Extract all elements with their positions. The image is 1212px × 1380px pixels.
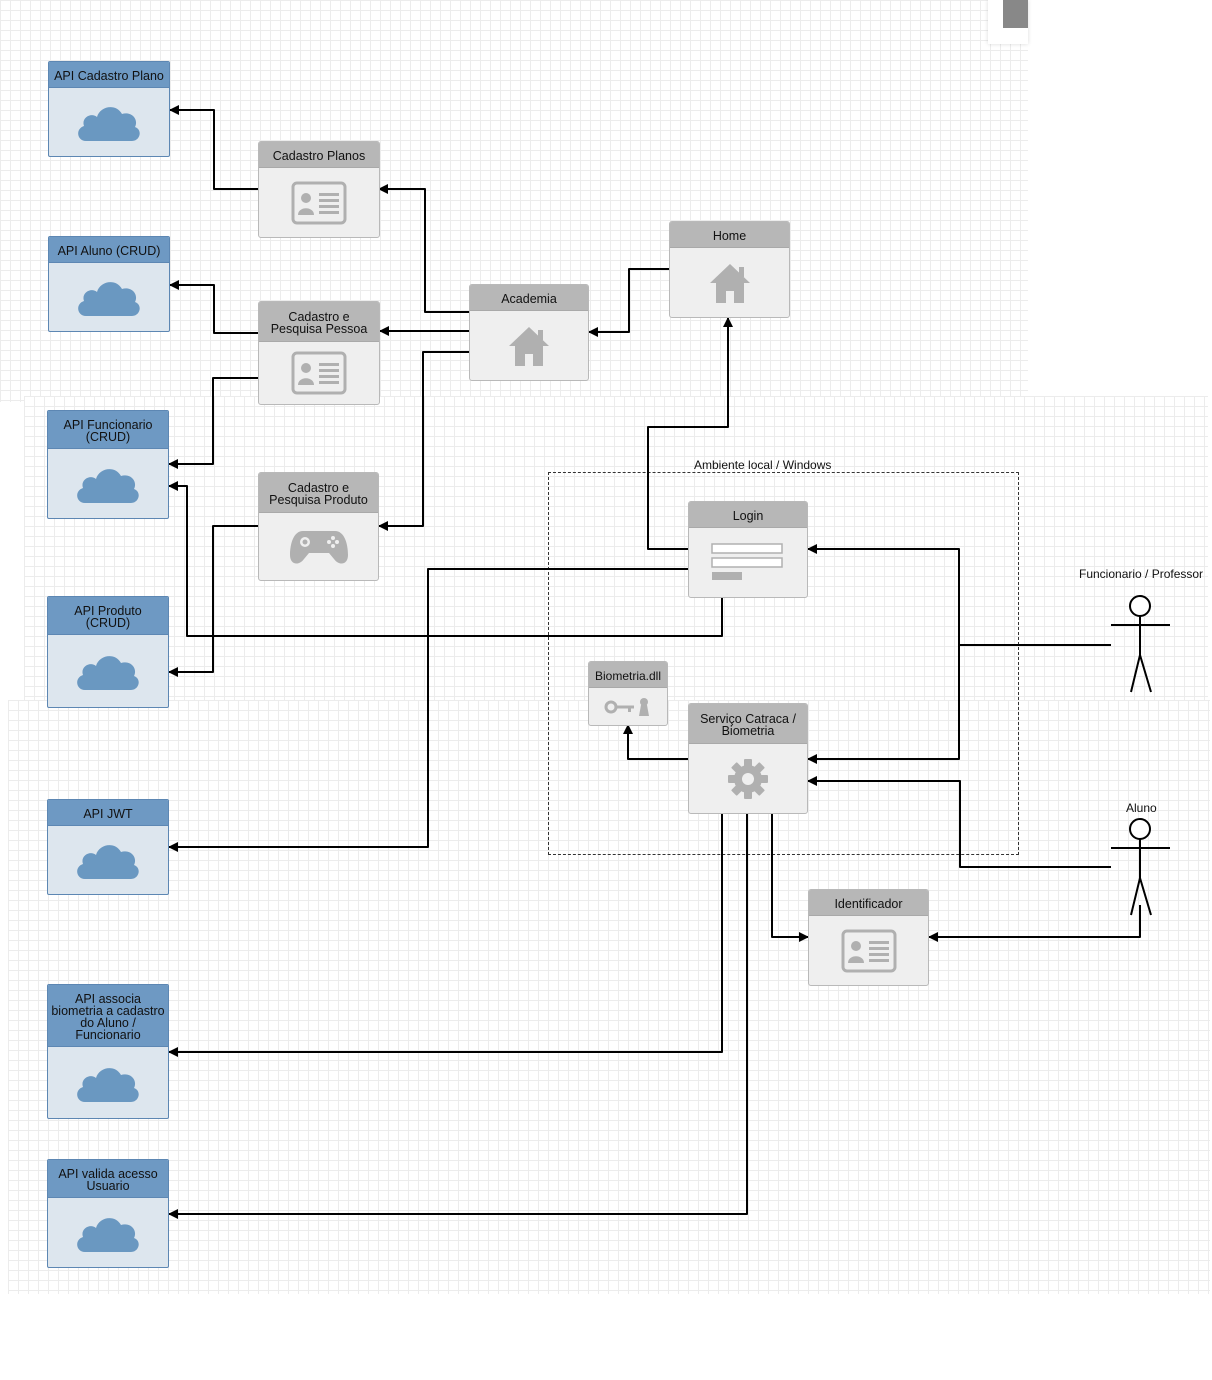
api-biometria[interactable]: API associa biometria a cadastro do Alun…	[47, 984, 169, 1119]
api-jwt-title: API JWT	[48, 800, 168, 826]
edge-aluno-identificador[interactable]	[928, 905, 1141, 942]
cadastro-planos-title: Cadastro Planos	[259, 142, 379, 168]
edge-catraca-identificador[interactable]	[771, 813, 809, 942]
toolbar-widget[interactable]	[988, 0, 1028, 44]
edge-login-api-funcionario[interactable]	[168, 481, 723, 637]
api-jwt[interactable]: API JWT	[47, 799, 169, 895]
edge-academia-planos[interactable]	[378, 184, 469, 313]
cloud-icon	[78, 282, 140, 316]
servico-catraca[interactable]: Serviço Catraca / Biometria	[688, 703, 808, 814]
edge-pessoa-api-funcionario[interactable]	[168, 377, 258, 469]
login-title: Login	[689, 502, 807, 528]
api-produto-title: API Produto (CRUD)	[48, 597, 168, 635]
api-aluno-title: API Aluno (CRUD)	[49, 237, 169, 263]
cloud-icon	[78, 107, 140, 141]
api-biometria-title: API associa biometria a cadastro do Alun…	[48, 985, 168, 1047]
biometria-dll-title: Biometria.dll	[589, 662, 667, 688]
login[interactable]: Login	[688, 501, 808, 598]
servico-catraca-title: Serviço Catraca / Biometria	[689, 704, 807, 744]
api-funcionario-title: API Funcionario (CRUD)	[48, 411, 168, 449]
toolbar-widget-handle[interactable]	[1003, 0, 1028, 28]
edge-catraca-api-biometria[interactable]	[168, 813, 723, 1057]
cloud-icon	[77, 656, 139, 690]
home[interactable]: Home	[669, 221, 790, 318]
edge-academia-produto[interactable]	[378, 351, 469, 531]
id-card-icon	[841, 929, 896, 972]
edge-planos-api-plano[interactable]	[169, 105, 258, 190]
api-produto[interactable]: API Produto (CRUD)	[47, 596, 169, 708]
edge-pessoa-api-aluno[interactable]	[169, 280, 258, 334]
cloud-icon	[77, 468, 139, 503]
canvas-grid-mid	[24, 396, 1208, 702]
academia[interactable]: Academia	[469, 284, 589, 381]
actor-funcionario-figure[interactable]	[1111, 595, 1170, 693]
gear-icon	[728, 758, 768, 799]
login-form-icon	[711, 542, 783, 580]
biometria-dll[interactable]: Biometria.dll	[588, 661, 668, 726]
actor-aluno-label: Aluno	[1126, 801, 1157, 815]
environment-boundary	[548, 472, 1019, 855]
edge-funcionario-catraca[interactable]	[807, 645, 960, 764]
cloud-icon	[77, 1217, 139, 1252]
api-acesso[interactable]: API valida acesso Usuario	[47, 1159, 169, 1268]
cadastro-produto-title: Cadastro e Pesquisa Produto	[259, 473, 378, 513]
gamepad-icon	[289, 530, 348, 564]
actor-aluno-figure[interactable]	[1111, 818, 1170, 916]
cadastro-pessoa[interactable]: Cadastro e Pesquisa Pessoa	[258, 301, 380, 405]
edge-produto-api-produto[interactable]	[168, 525, 258, 677]
cadastro-planos[interactable]: Cadastro Planos	[258, 141, 380, 238]
api-aluno[interactable]: API Aluno (CRUD)	[48, 236, 170, 332]
home-title: Home	[670, 222, 789, 248]
cloud-icon	[77, 1067, 139, 1102]
key-lock-icon	[604, 697, 649, 716]
edge-login-home[interactable]	[647, 317, 733, 550]
canvas-grid-top	[0, 0, 1028, 402]
environment-label: Ambiente local / Windows	[694, 458, 832, 472]
edge-catraca-biometria-dll[interactable]	[623, 724, 688, 760]
edge-catraca-api-acesso[interactable]	[168, 813, 748, 1219]
cloud-icon	[77, 845, 139, 879]
api-funcionario[interactable]: API Funcionario (CRUD)	[47, 410, 169, 519]
home-icon	[709, 263, 750, 303]
id-card-icon	[291, 181, 347, 224]
edge-login-api-jwt[interactable]	[168, 568, 688, 852]
home-icon	[509, 326, 549, 366]
api-cadastro-plano[interactable]: API Cadastro Plano	[48, 61, 170, 157]
canvas-grid-bottom	[8, 700, 1210, 1294]
cadastro-produto[interactable]: Cadastro e Pesquisa Produto	[258, 472, 379, 581]
identificador[interactable]: Identificador	[808, 889, 929, 986]
edge-home-academia[interactable]	[588, 268, 669, 337]
academia-title: Academia	[470, 285, 588, 311]
cadastro-pessoa-title: Cadastro e Pesquisa Pessoa	[259, 302, 379, 342]
identificador-title: Identificador	[809, 890, 928, 916]
edge-aluno-catraca[interactable]	[807, 776, 1111, 868]
edge-funcionario-login[interactable]	[807, 544, 1111, 646]
api-acesso-title: API valida acesso Usuario	[48, 1160, 168, 1198]
actor-funcionario-label: Funcionario / Professor	[1079, 567, 1204, 581]
api-cadastro-plano-title: API Cadastro Plano	[49, 62, 169, 88]
id-card-icon	[291, 351, 347, 395]
